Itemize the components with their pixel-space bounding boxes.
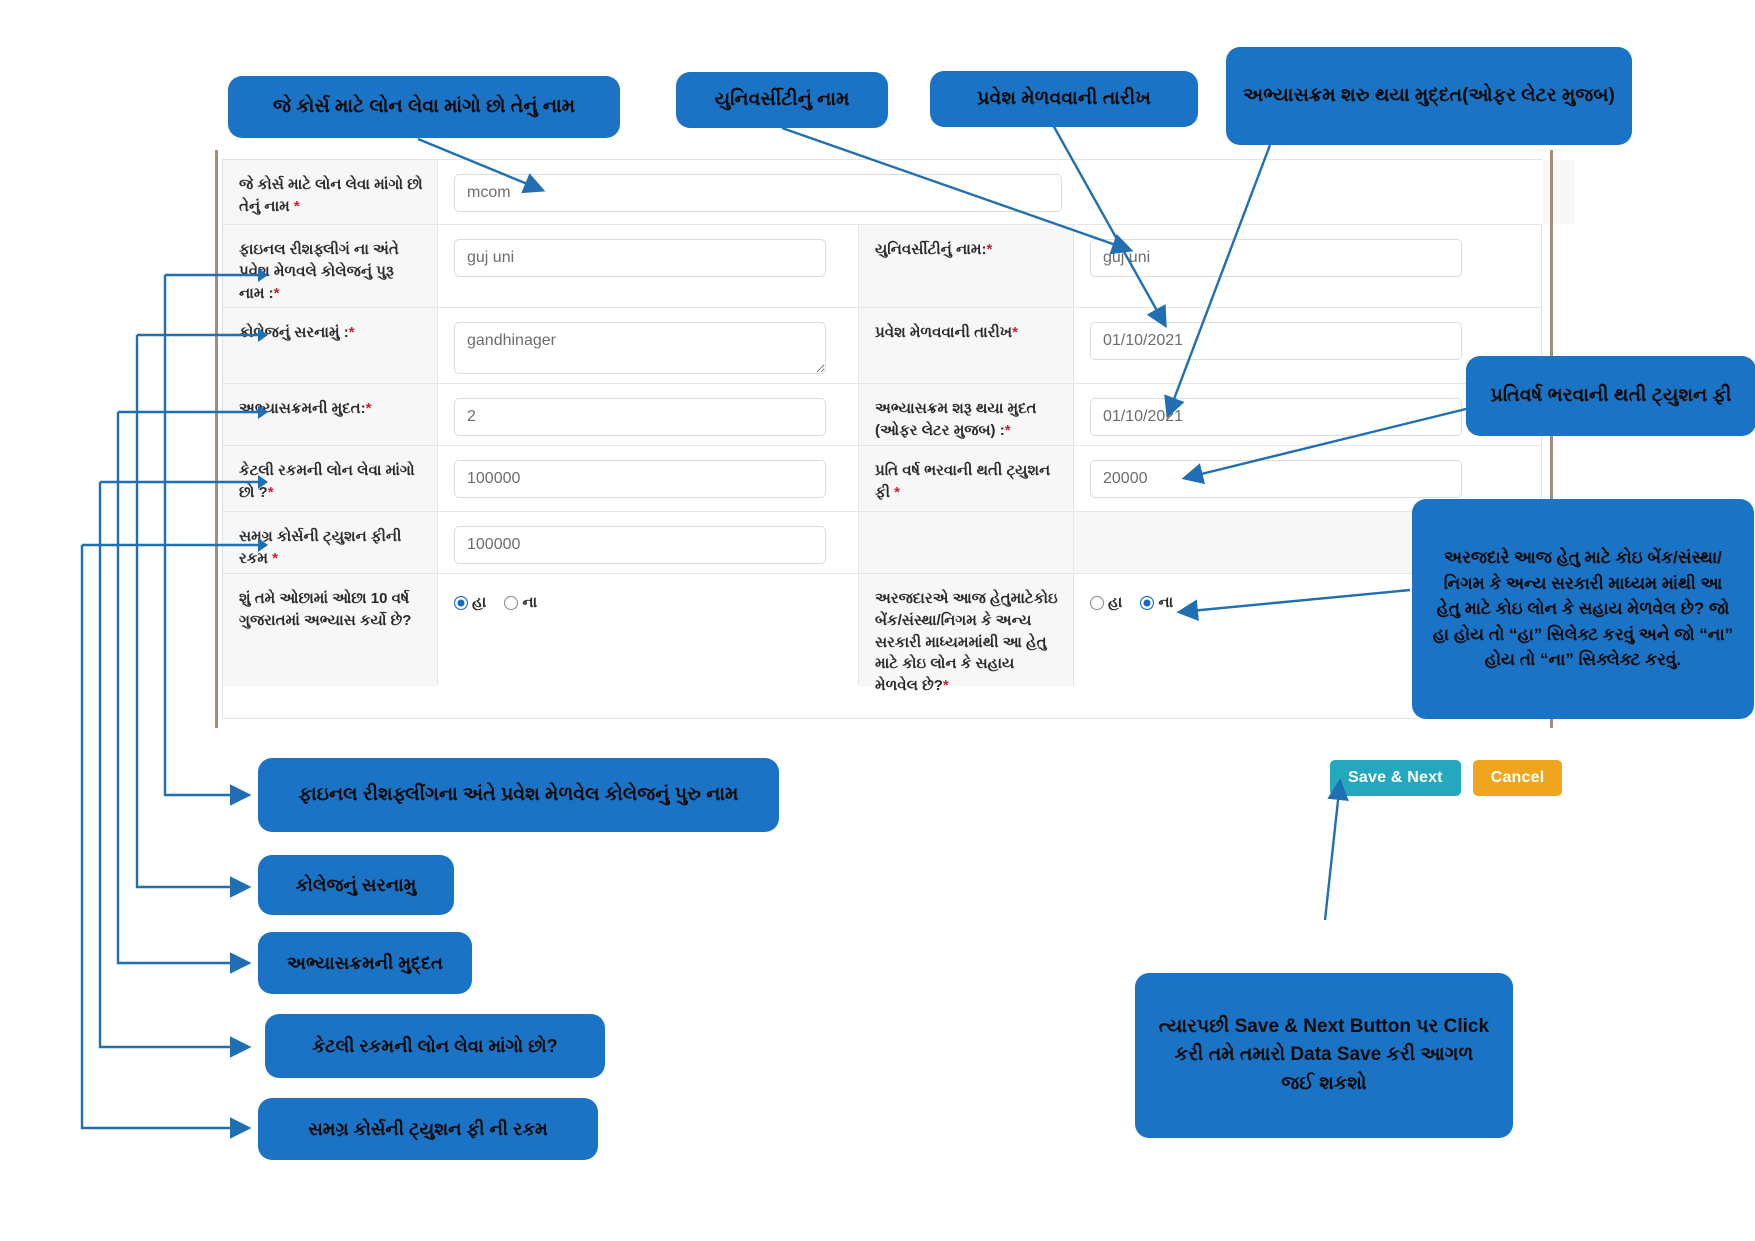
label-empty-cell [858,512,1074,573]
per-year-fee-input[interactable] [1090,460,1462,498]
field-cell-loan-amount [438,446,858,511]
field-cell-admission-date [1074,308,1541,383]
field-cell-course-name [438,160,1543,224]
label-text: સમગ્ર કોર્સની ટ્યુશન ફીની રકમ [239,528,402,567]
form-row: કોલેજનું સરનામું :* gandhinager પ્રવેશ મ… [223,308,1541,384]
label-course-name: જે કોર્સ માટે લોન લેવા માંગો છો તેનું ના… [223,160,438,224]
label-text: અભ્યાસક્રમની મુદત: [239,400,366,417]
radio-dot-icon[interactable] [1140,595,1155,610]
required-asterisk: * [348,324,355,341]
label-text: યુનિવર્સીટીનું નામ: [875,241,987,258]
existing-loan-option-no[interactable]: ના [1140,594,1173,611]
course-start-input[interactable] [1090,398,1462,436]
required-asterisk: * [272,549,278,567]
callout-per-year-fee: પ્રતિવર્ષ ભરવાની થતી ટ્યુશન ફી [1466,356,1755,436]
required-asterisk: * [293,197,300,215]
label-text: જે કોર્સ માટે લોન લેવા માંગો છો તેનું ના… [239,176,423,215]
label-gujarat-study: શું તમે ઓછામાં ઓછા 10 વર્ષ ગુજરાતમાં અભ્… [223,574,438,686]
label-course-duration: અભ્યાસક્રમની મુદત:* [223,384,438,445]
required-asterisk: * [942,677,949,694]
total-tuition-fee-input[interactable] [454,526,826,564]
existing-loan-option-yes[interactable]: હા [1090,594,1122,611]
callout-course-duration: અભ્યાસક્રમની મુદ્દત [258,932,472,994]
callout-college-full-name: ફાઇનલ રીશફ્લીંગના અંતે પ્રવેશ મેળવેલ કોલ… [258,758,779,832]
callout-total-fee: સમગ્ર કોર્સની ટ્યુશન ફી ની રકમ [258,1098,598,1160]
required-asterisk: * [273,284,280,302]
course-duration-input[interactable] [454,398,826,436]
callout-university-name: યુનિવર્સીટીનું નામ [676,72,888,128]
save-and-next-button[interactable]: Save & Next [1330,760,1461,796]
existing-loan-radio-group[interactable]: હા ના [1090,588,1173,611]
field-cell-university-name [1074,225,1541,307]
label-admission-date: પ્રવેશ મેળવવાની તારીખ* [858,308,1074,383]
option-label: હા [472,594,487,611]
label-college-full-name: ફાઇનલ રીશફ્લીગં ના અંતે પ્રવેશ મેળવલે કો… [223,225,438,307]
cancel-button[interactable]: Cancel [1472,760,1563,796]
label-college-address: કોલેજનું સરનામું :* [223,308,438,383]
required-asterisk: * [267,483,274,501]
callout-course-name: જે કોર્સ માટે લોન લેવા માંગો છો તેનું ના… [228,76,620,138]
field-cell-total-tuition-fee [438,512,858,573]
label-text: ફાઇનલ રીશફ્લીગં ના અંતે પ્રવેશ મેળવલે કો… [239,241,399,302]
radio-dot-icon[interactable] [454,595,468,610]
radio-dot-icon[interactable] [1090,595,1104,610]
required-asterisk: * [1004,421,1011,439]
callout-save-hint: ત્યારપછી Save & Next Button પર Click કરી… [1135,973,1513,1138]
admission-date-input[interactable] [1090,322,1462,360]
label-text: અરજદારએ આજ હેતુમાટેકોઇ બેંક/સંસ્થા/નિગમ … [875,590,1058,694]
label-loan-amount: કેટલી રકમની લોન લેવા માંગો છો ?* [223,446,438,511]
label-text: કેટલી રકમની લોન લેવા માંગો છો ? [239,462,415,501]
required-asterisk: * [986,241,993,258]
panel-left-rule [215,150,218,728]
college-address-textarea[interactable]: gandhinager [454,322,826,374]
label-course-start: અભ્યાસક્રમ શરૂ થયા મુદત (ઓફર લેટર મુજબ) … [858,384,1074,445]
option-label: ના [1158,594,1174,611]
form-row: જે કોર્સ માટે લોન લેવા માંગો છો તેનું ના… [223,160,1575,225]
course-name-input[interactable] [454,174,1062,212]
form-row: અભ્યાસક્રમની મુદત:* અભ્યાસક્રમ શરૂ થયા મ… [223,384,1541,446]
field-cell-college-address: gandhinager [438,308,858,383]
callout-admission-date: પ્રવેશ મેળવવાની તારીખ [930,71,1198,127]
callout-existing-loan: અરજદારે આજ હેતુ માટે કોઇ બેંક/સંસ્થા/નિગ… [1412,499,1754,719]
panel-right-rule [1550,150,1553,728]
label-existing-loan: અરજદારએ આજ હેતુમાટેકોઇ બેંક/સંસ્થા/નિગમ … [858,574,1074,694]
required-asterisk: * [365,400,372,417]
form-row: સમગ્ર કોર્સની ટ્યુશન ફીની રકમ * [223,512,1541,574]
label-text: પ્રવેશ મેળવવાની તારીખ [875,324,1013,341]
form-row: કેટલી રકમની લોન લેવા માંગો છો ?* પ્રતિ વ… [223,446,1541,512]
label-total-tuition-fee: સમગ્ર કોર્સની ટ્યુશન ફીની રકમ * [223,512,438,573]
label-text: શું તમે ઓછામાં ઓછા 10 વર્ષ ગુજરાતમાં અભ્… [239,590,412,629]
option-label: ના [522,594,538,611]
university-name-input[interactable] [1090,239,1462,277]
form-row: શું તમે ઓછામાં ઓછા 10 વર્ષ ગુજરાતમાં અભ્… [223,574,1541,694]
gujarat-study-option-yes[interactable]: હા [454,594,486,611]
label-university-name: યુનિવર્સીટીનું નામ:* [858,225,1074,307]
required-asterisk: * [1012,324,1018,341]
college-full-name-input[interactable] [454,239,826,277]
field-cell-gujarat-study: હા ના [438,574,858,686]
gujarat-study-option-no[interactable]: ના [504,594,537,611]
field-cell-spacer [1543,160,1575,224]
label-text: કોલેજનું સરનામું : [239,324,349,341]
option-label: હા [1108,594,1123,611]
callout-college-address: કોલેજનું સરનામુ [258,855,454,915]
form-action-buttons: Save & Next Cancel [1330,760,1563,796]
callout-loan-amount: કેટલી રકમની લોન લેવા માંગો છો? [265,1014,605,1078]
label-per-year-fee: પ્રતિ વર્ષ ભરવાની થતી ટ્યુશન ફી * [858,446,1074,511]
label-text: પ્રતિ વર્ષ ભરવાની થતી ટ્યુશન ફી [875,462,1051,501]
loan-amount-input[interactable] [454,460,826,498]
loan-application-form: જે કોર્સ માટે લોન લેવા માંગો છો તેનું ના… [222,159,1575,719]
field-cell-college-full-name [438,225,858,307]
required-asterisk: * [894,483,901,501]
label-text: અભ્યાસક્રમ શરૂ થયા મુદત (ઓફર લેટર મુજબ) … [875,400,1037,439]
radio-dot-icon[interactable] [504,595,519,610]
callout-course-start: અભ્યાસક્રમ શરુ થયા મુદ્દત(ઓફર લેટર મુજબ) [1226,47,1632,145]
gujarat-study-radio-group[interactable]: હા ના [454,588,537,611]
form-row: ફાઇનલ રીશફ્લીગં ના અંતે પ્રવેશ મેળવલે કો… [223,225,1541,308]
field-cell-course-duration [438,384,858,445]
